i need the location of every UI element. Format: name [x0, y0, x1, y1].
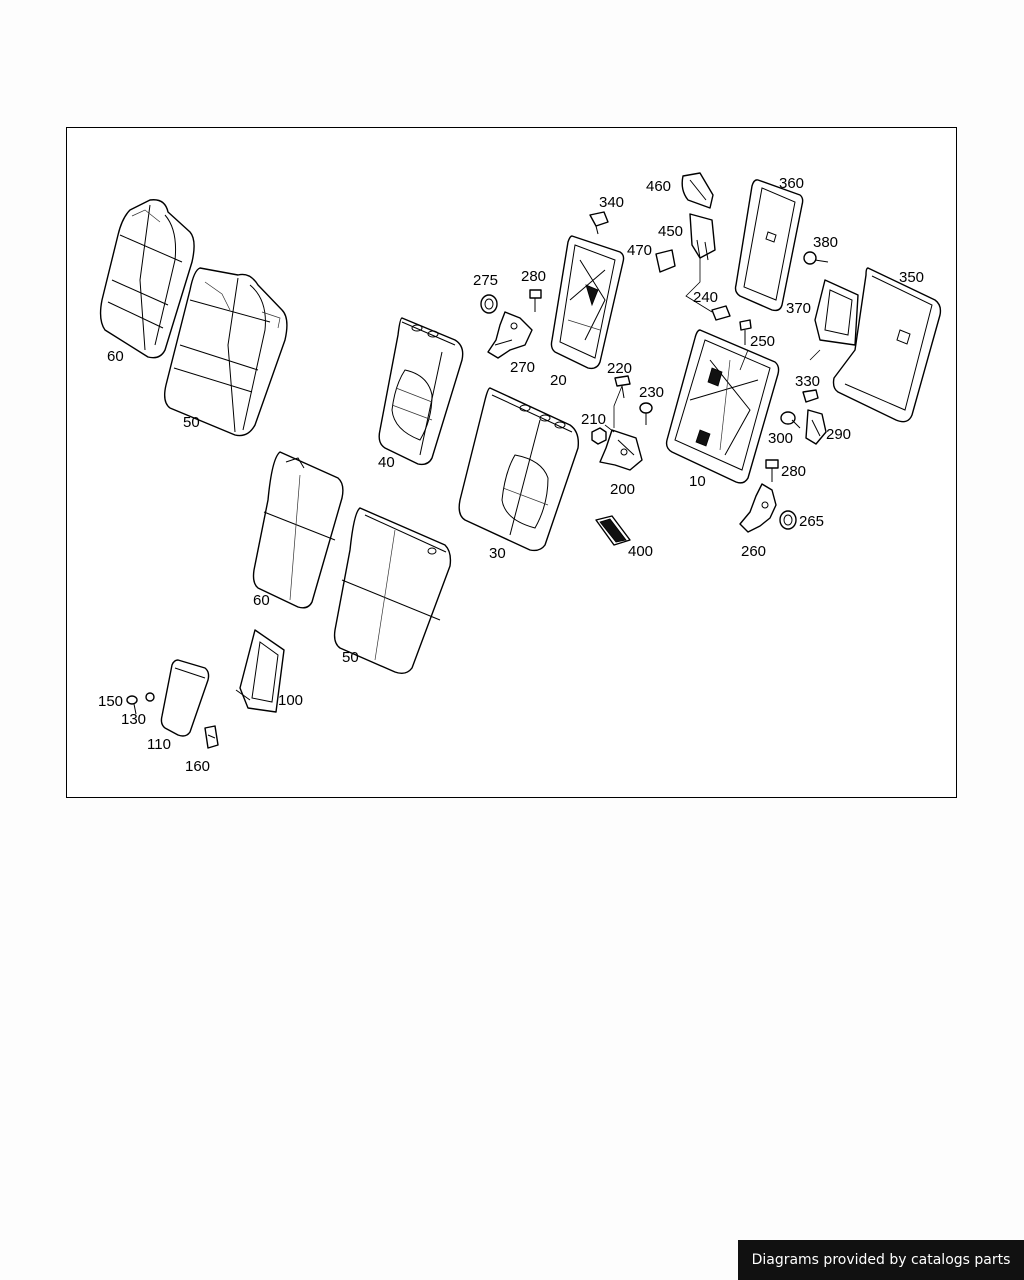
part-50-lower-backrest-cover[interactable] [333, 507, 452, 675]
part-250-bolt[interactable] [739, 319, 752, 345]
callout-280-lower[interactable]: 280 [781, 463, 806, 480]
part-265-grommet[interactable] [779, 510, 797, 530]
part-300-bolt[interactable] [780, 411, 801, 429]
callout-265[interactable]: 265 [799, 513, 824, 530]
part-220-pin[interactable] [614, 375, 631, 399]
part-330-clip[interactable] [802, 389, 819, 403]
callout-110[interactable]: 110 [147, 736, 171, 753]
callout-370[interactable]: 370 [786, 300, 811, 317]
callout-275[interactable]: 275 [473, 272, 498, 289]
part-10-main-backrest-frame[interactable] [665, 329, 780, 484]
callout-40[interactable]: 40 [378, 454, 395, 471]
leader-lines [604, 258, 821, 433]
part-290-bracket[interactable] [805, 409, 827, 445]
callout-60-upper[interactable]: 60 [107, 348, 124, 365]
part-460-headrest-guide[interactable] [681, 172, 714, 209]
part-260-lower-bracket[interactable] [739, 483, 777, 533]
callout-280-upper[interactable]: 280 [521, 268, 546, 285]
part-100-armrest-frame[interactable] [235, 629, 285, 713]
part-210-nut[interactable] [591, 427, 607, 445]
callout-460[interactable]: 460 [646, 178, 671, 195]
part-20-backrest-frame[interactable] [550, 235, 625, 370]
callout-470[interactable]: 470 [627, 242, 652, 259]
callout-30[interactable]: 30 [489, 545, 506, 562]
callout-230[interactable]: 230 [639, 384, 664, 401]
part-280-bolt-lower[interactable] [765, 459, 779, 482]
part-370-frame-insert[interactable] [814, 279, 859, 346]
callout-260[interactable]: 260 [741, 543, 766, 560]
callout-160[interactable]: 160 [185, 758, 210, 775]
callout-labels: 60 50 40 30 275 280 270 20 340 460 450 4… [98, 175, 924, 775]
part-130-cap[interactable] [145, 692, 155, 702]
callout-50-upper[interactable]: 50 [183, 414, 200, 431]
part-340-clip[interactable] [589, 211, 609, 235]
callout-240[interactable]: 240 [693, 289, 718, 306]
part-30-backrest-pad[interactable] [458, 387, 580, 552]
callout-220[interactable]: 220 [607, 360, 632, 377]
callout-60-lower[interactable]: 60 [253, 592, 270, 609]
part-350-rear-cover[interactable] [832, 267, 942, 423]
part-280-bolt-upper[interactable] [529, 289, 542, 312]
callout-100[interactable]: 100 [278, 692, 303, 709]
part-470-trim-piece[interactable] [655, 249, 676, 273]
callout-130[interactable]: 130 [121, 711, 146, 728]
callout-290[interactable]: 290 [826, 426, 851, 443]
callout-350[interactable]: 350 [899, 269, 924, 286]
callout-150[interactable]: 150 [98, 693, 123, 710]
part-60-upper-backrest-cover[interactable] [99, 199, 195, 359]
part-40-backrest-pad[interactable] [378, 317, 464, 466]
callout-50-lower[interactable]: 50 [342, 649, 359, 666]
callout-340[interactable]: 340 [599, 194, 624, 211]
callout-20[interactable]: 20 [550, 372, 567, 389]
callout-270[interactable]: 270 [510, 359, 535, 376]
part-110-armrest[interactable] [160, 659, 210, 737]
part-270-bracket[interactable] [487, 311, 533, 359]
part-275-grommet[interactable] [480, 294, 498, 314]
part-60-lower-backrest-cover[interactable] [252, 451, 344, 609]
part-450-guide-bracket[interactable] [689, 213, 716, 261]
callout-400[interactable]: 400 [628, 543, 653, 560]
callout-200[interactable]: 200 [610, 481, 635, 498]
part-400-grille[interactable] [595, 515, 631, 546]
callout-360[interactable]: 360 [779, 175, 804, 192]
part-380-bolt[interactable] [803, 251, 829, 265]
part-50-upper-backrest-cover[interactable] [163, 267, 288, 437]
callout-250[interactable]: 250 [750, 333, 775, 350]
callout-450[interactable]: 450 [658, 223, 683, 240]
part-230-bolt[interactable] [639, 402, 653, 425]
part-150-screw[interactable] [126, 695, 138, 715]
callout-210[interactable]: 210 [581, 411, 606, 428]
callout-380[interactable]: 380 [813, 234, 838, 251]
part-160-latch[interactable] [204, 725, 219, 749]
part-240-clip[interactable] [711, 305, 731, 321]
callout-330[interactable]: 330 [795, 373, 820, 390]
part-360-rear-panel[interactable] [734, 179, 804, 312]
callout-300[interactable]: 300 [768, 430, 793, 447]
credit-banner: Diagrams provided by catalogs parts [738, 1240, 1024, 1280]
part-200-hinge-bracket[interactable] [599, 429, 643, 471]
callout-10[interactable]: 10 [689, 473, 706, 490]
